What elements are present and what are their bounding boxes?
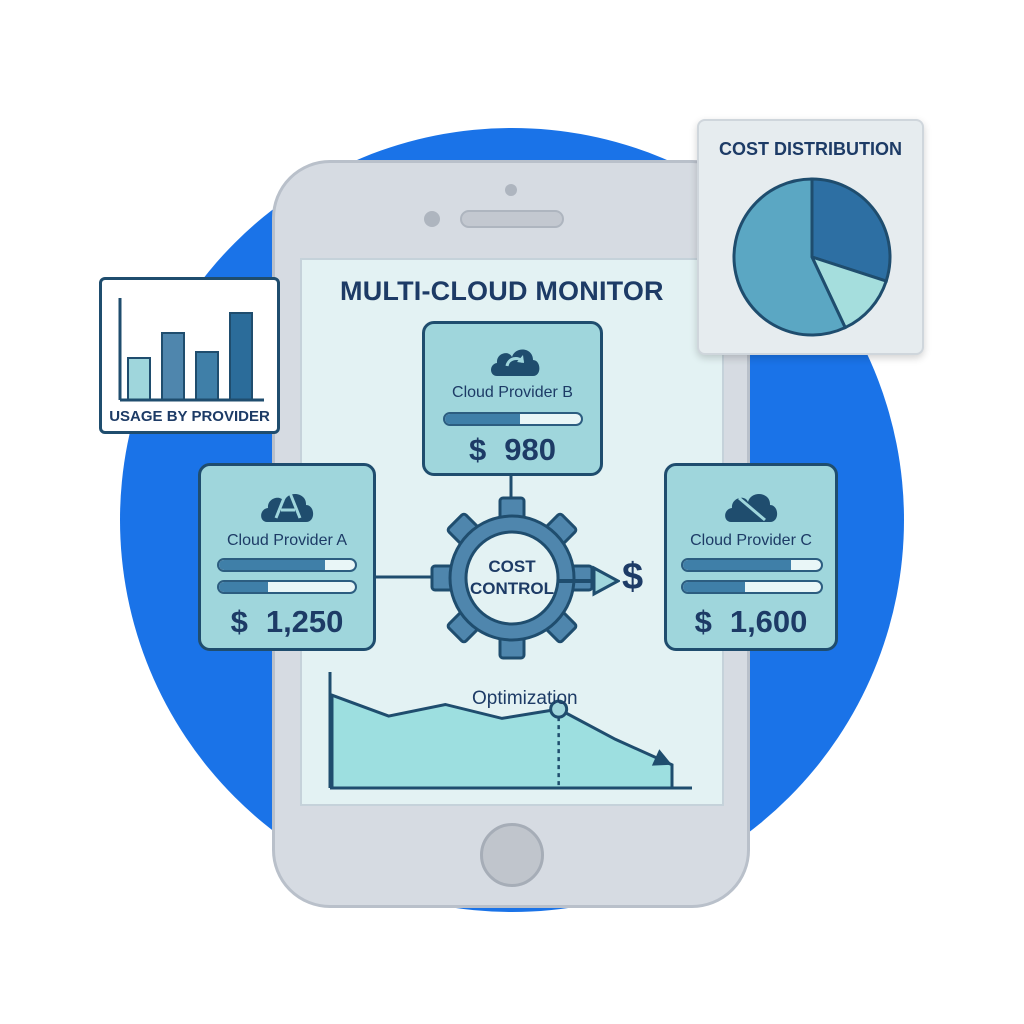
cloud-triangle-icon [261, 487, 314, 522]
optimization-label: Optimization [472, 688, 578, 709]
usage-panel-label: USAGE BY PROVIDER [109, 408, 270, 425]
provider-c-usage-bar [681, 558, 823, 572]
dollar-icon: $ [694, 604, 712, 639]
usage-bar [195, 351, 219, 401]
cost-distribution-panel[interactable]: COST DISTRIBUTION [697, 119, 924, 355]
usage-by-provider-panel[interactable]: USAGE BY PROVIDER [99, 277, 280, 434]
provider-a-usage-bar [217, 558, 357, 572]
cost-pie-chart [732, 177, 892, 337]
cloud-slash-icon [725, 494, 778, 522]
provider-b-usage-bar [443, 412, 583, 426]
cost-control-label: COST CONTROL [456, 556, 568, 600]
provider-card-c[interactable]: Cloud Provider C $1,600 [664, 463, 838, 651]
home-button-icon[interactable] [480, 823, 544, 887]
provider-a-label: Cloud Provider A [226, 532, 348, 549]
pie-slice [732, 177, 848, 337]
dollar-icon: $ [622, 556, 644, 598]
provider-card-b[interactable]: Cloud Provider B $980 [422, 321, 603, 476]
arrow-right-icon [558, 565, 620, 597]
cost-amount: 980 [504, 432, 556, 467]
provider-b-cost: $980 [425, 432, 600, 468]
usage-bar [229, 312, 253, 401]
dollar-icon: $ [230, 604, 248, 639]
provider-c-label: Cloud Provider C [690, 532, 812, 549]
provider-c-usage-bar-2 [681, 580, 823, 594]
cost-control-line-2: CONTROL [469, 579, 555, 598]
optimization-marker [549, 699, 569, 719]
cost-control-line-1: COST [488, 557, 536, 576]
distribution-panel-label: COST DISTRIBUTION [719, 139, 902, 159]
gear-icon[interactable] [428, 494, 596, 662]
camera-icon [505, 184, 517, 196]
optimization-chart [328, 672, 692, 790]
optimization-arrow-icon [651, 749, 672, 766]
speaker-icon [460, 210, 564, 228]
usage-bar-chart [118, 298, 264, 402]
provider-card-a[interactable]: Cloud Provider A $1,250 [198, 463, 376, 651]
usage-bar [127, 357, 151, 401]
cost-amount: 1,600 [729, 604, 808, 639]
cost-amount: 1,250 [265, 604, 344, 639]
provider-a-cost: $1,250 [201, 604, 373, 640]
sensor-icon [424, 211, 440, 227]
usage-bar [161, 332, 185, 401]
provider-a-usage-bar-2 [217, 580, 357, 594]
app-title: MULTI-CLOUD MONITOR [340, 276, 664, 306]
dollar-icon: $ [469, 432, 487, 467]
pie-slice [810, 177, 892, 283]
provider-b-label: Cloud Provider B [452, 384, 573, 401]
cloud-sync-icon [491, 349, 540, 376]
provider-c-cost: $1,600 [667, 604, 835, 640]
